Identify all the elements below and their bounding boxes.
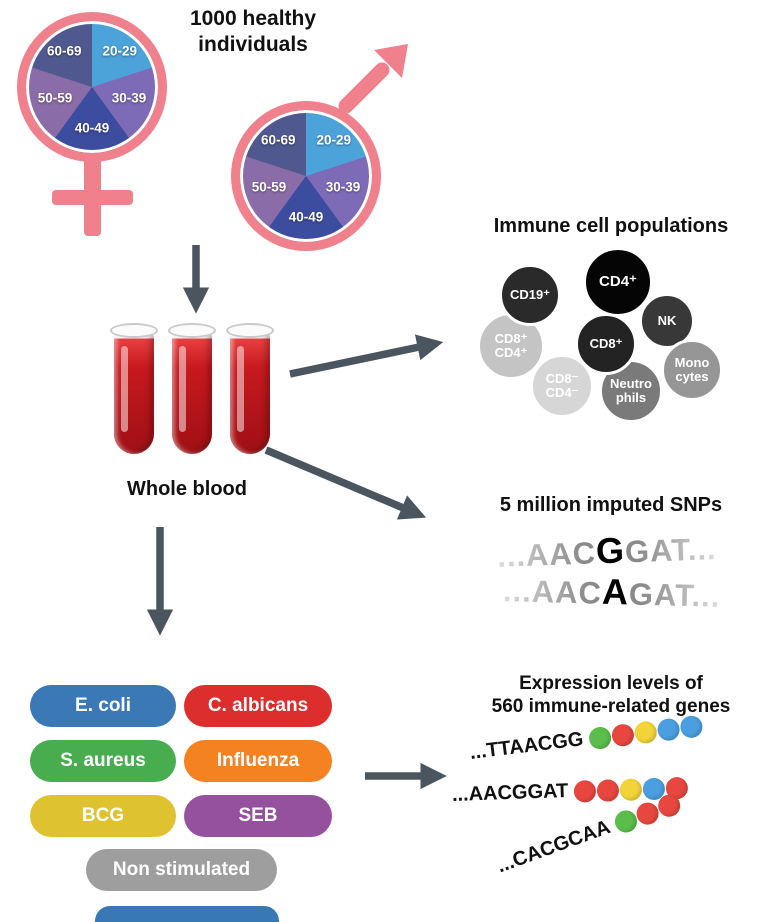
- age-label: 50-59: [251, 179, 287, 195]
- blue-bead: [656, 716, 681, 742]
- snp-variant-allele: G: [595, 529, 626, 572]
- male-symbol-arrow: [338, 44, 408, 114]
- blood-tube: [226, 323, 274, 454]
- cell-circle-cd8pos-cd4pos: CD8⁺ CD4⁺: [477, 312, 545, 380]
- stimulus-label: SEB: [238, 805, 278, 826]
- red-bead: [596, 778, 620, 802]
- cell-label: CD19⁺: [509, 286, 551, 302]
- cell-label: Mono cytes: [674, 354, 710, 384]
- age-label: 20-29: [316, 132, 351, 148]
- cell-circle-cd8: CD8⁺: [575, 313, 637, 375]
- sequence-text: GAT...: [628, 576, 721, 614]
- cell-circle-cd19: CD19⁺: [499, 264, 561, 326]
- stimulus-seb: SEB: [184, 795, 332, 837]
- arrow-blood-to-stimuli: [146, 527, 174, 636]
- sequence-text: ...AACGGAT: [451, 779, 569, 806]
- stimulus-non-stimulated: Non stimulated: [86, 849, 277, 891]
- green-bead: [587, 725, 613, 750]
- stimulus-calbicans: C. albicans: [184, 685, 332, 727]
- blue-bead: [679, 714, 704, 739]
- stimulus-influenza: Influenza: [184, 740, 332, 782]
- cell-label: NK: [657, 312, 677, 328]
- cell-label: Neutro phils: [610, 375, 652, 405]
- age-label: 20-29: [102, 43, 137, 59]
- gene-sequence-row: ...TTAACGG: [469, 714, 704, 765]
- cell-label: CD8⁺: [589, 335, 623, 351]
- stimulus-label: C. albicans: [207, 695, 309, 716]
- age-label: 60-69: [47, 43, 82, 59]
- cell-circle-cd4: CD4⁺: [583, 247, 653, 317]
- blood-tube: [110, 323, 158, 454]
- red-bead: [573, 779, 597, 803]
- age-label: 30-39: [325, 179, 361, 195]
- bead-string: [587, 714, 704, 750]
- cell-label: CD8⁻ CD4⁻: [545, 370, 579, 400]
- blood-tube: [168, 323, 216, 454]
- female-symbol-crossbar: [52, 190, 133, 205]
- cell-label: CD8⁺ CD4⁺: [494, 330, 528, 360]
- age-label: 50-59: [37, 90, 73, 106]
- yellow-bead: [633, 719, 659, 745]
- stimulus-ecoli: E. coli: [30, 685, 176, 727]
- arrow-individuals-to-blood: [182, 245, 210, 314]
- snps-title: 5 million imputed SNPs: [499, 494, 723, 516]
- expression-title: Expression levels of 560 immune-related …: [491, 673, 731, 718]
- immune-cells-title: Immune cell populations: [493, 215, 729, 237]
- study-title: 1000 healthy individuals: [189, 7, 317, 56]
- stimulus-label: E. coli: [75, 695, 131, 716]
- stimulus-label: BCG: [81, 805, 125, 826]
- cell-label: CD4⁺: [599, 272, 637, 290]
- stimulus-label: S. aureus: [60, 750, 146, 771]
- snp-variant-allele: A: [601, 570, 630, 613]
- male-age-pie: 20-29 30-39 40-49 50-59 60-69: [231, 101, 381, 251]
- yellow-bead: [619, 777, 643, 801]
- sequence-text: ...AAC: [502, 573, 603, 611]
- stimulus-saureus: S. aureus: [30, 740, 176, 782]
- age-label: 30-39: [111, 90, 147, 106]
- sequence-text: GAT...: [624, 531, 718, 570]
- arrow-blood-to-cells: [289, 334, 444, 378]
- stimulus-label: Non stimulated: [112, 859, 251, 880]
- sequence-text: ...TTAACGG: [468, 728, 585, 764]
- age-label: 60-69: [261, 132, 296, 148]
- stimulus-bcg: BCG: [30, 795, 176, 837]
- arrow-stimuli-to-expression: [365, 762, 447, 790]
- female-age-pie: 20-29 30-39 40-49 50-59 60-69: [17, 12, 167, 162]
- stimulus-label: Influenza: [216, 750, 300, 771]
- age-label: 40-49: [74, 120, 110, 136]
- age-label: 40-49: [288, 209, 324, 225]
- arrow-blood-to-snps: [264, 446, 427, 520]
- red-bead: [610, 722, 636, 747]
- cutoff-blue-bar: [95, 906, 279, 922]
- whole-blood-label: Whole blood: [127, 478, 247, 500]
- sequence-text: ...CACGCAA: [494, 816, 614, 878]
- snp-sequence: ...AACAGAT...: [502, 568, 721, 616]
- cell-circle-monocytes: Mono cytes: [661, 339, 723, 401]
